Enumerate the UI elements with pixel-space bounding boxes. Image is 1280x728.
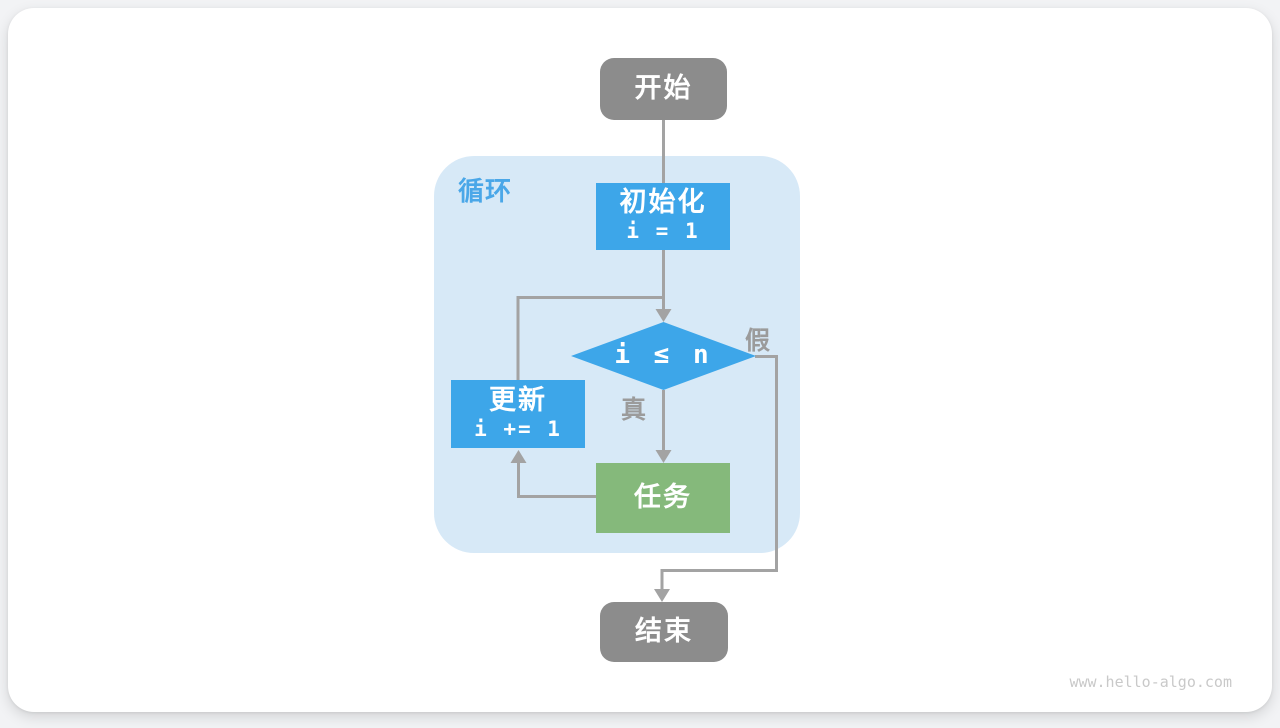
branch-true-label: 真: [621, 396, 648, 424]
end-node-label: 结束: [635, 616, 693, 647]
update-node-code: i += 1: [474, 416, 562, 441]
task-node-label: 任务: [634, 482, 692, 513]
end-node: 结束: [600, 602, 728, 662]
init-node: 初始化 i = 1: [596, 183, 730, 250]
watermark-text: www.hello-algo.com: [1069, 673, 1232, 691]
condition-node-label: i ≤ n: [614, 340, 713, 371]
init-node-code: i = 1: [626, 219, 700, 244]
branch-false-label: 假: [745, 327, 772, 355]
task-node: 任务: [596, 463, 730, 533]
update-node: 更新 i += 1: [451, 380, 585, 448]
loop-scope-label: 循环: [458, 176, 513, 206]
arrowhead-into-end: [654, 589, 670, 602]
start-node-label: 开始: [634, 73, 693, 104]
diagram-card: 循环 开始 初始化 i = 1 i ≤ n 假 真 更新 i += 1 任务 结…: [8, 8, 1272, 712]
update-node-title: 更新: [489, 384, 547, 415]
start-node: 开始: [600, 58, 727, 120]
init-node-title: 初始化: [619, 187, 707, 218]
